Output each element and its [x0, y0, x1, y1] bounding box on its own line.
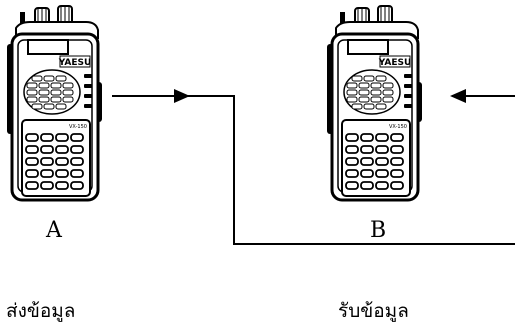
arrow-left-icon	[450, 89, 466, 103]
radio-a-icon	[5, 4, 104, 202]
receive-caption: รับข้อมูล	[338, 300, 409, 322]
radio-b-label: B	[370, 218, 387, 243]
data-link	[112, 95, 515, 245]
send-caption: ส่งข้อมูล	[6, 300, 76, 322]
link-line-a	[112, 95, 515, 245]
radio-b-icon	[325, 4, 424, 202]
radio-a-label: A	[46, 218, 62, 243]
arrow-right-icon	[174, 89, 190, 103]
